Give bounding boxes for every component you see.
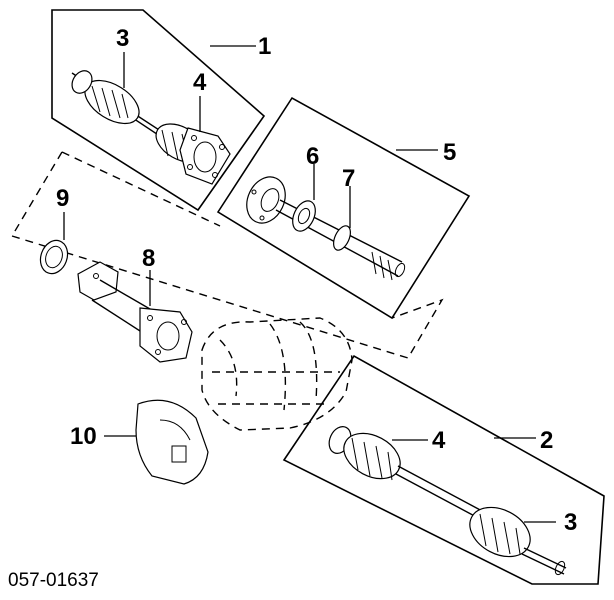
callout-4-top: 4 xyxy=(193,69,207,96)
transmission-case-dashed-drawing xyxy=(201,317,353,431)
callout-3-bottom: 3 xyxy=(564,509,577,536)
callout-7: 7 xyxy=(342,165,355,192)
callout-5: 5 xyxy=(443,139,456,166)
callout-1: 1 xyxy=(258,33,271,60)
intermediate-shaft-drawing xyxy=(246,176,406,281)
diagram-part-number: 057-01637 xyxy=(8,570,99,591)
callout-4-bottom: 4 xyxy=(432,427,446,454)
part-9-seal-ring xyxy=(39,212,69,275)
panel-assembly-1 xyxy=(51,9,266,212)
callout-6: 6 xyxy=(306,143,319,170)
dashed-group-outline xyxy=(11,151,444,431)
drive-shaft-2-drawing xyxy=(328,426,567,576)
callout-3-top: 3 xyxy=(116,25,129,52)
part-10-dust-cover xyxy=(104,399,209,485)
callout-9: 9 xyxy=(56,185,69,212)
panel-assembly-2 xyxy=(282,354,605,585)
callout-2: 2 xyxy=(540,427,553,454)
panel-assembly-5 xyxy=(216,96,471,320)
callout-8: 8 xyxy=(142,245,155,272)
part-8-bracket xyxy=(77,261,193,363)
callout-10: 10 xyxy=(70,423,97,450)
drive-shaft-1-drawing xyxy=(71,70,231,185)
